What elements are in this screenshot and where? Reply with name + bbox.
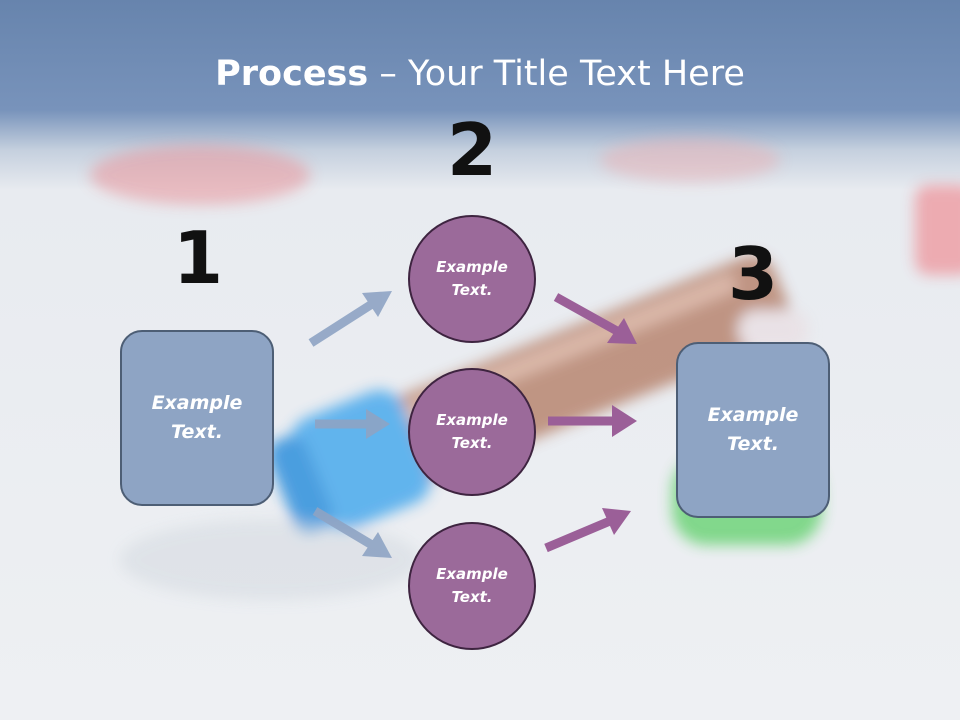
step-3-box: Example Text. [676,342,830,518]
step-2-circle-top: Example Text. [408,215,536,343]
title-bold: Process [215,54,369,94]
arrow-1-to-top [308,291,392,347]
step-2-circle-bottom-text: Example Text. [436,565,508,606]
arrow-1-to-middle [315,409,390,439]
title-rest: – Your Title Text Here [368,54,745,94]
step-2-circle-middle-text: Example Text. [436,411,508,452]
step-number-1: 1 [172,216,224,300]
arrow-1-to-bottom [312,507,392,558]
step-2-circle-middle: Example Text. [408,368,536,496]
arrow-bottom-to-3 [544,508,631,553]
step-1-box: Example Text. [120,330,274,506]
step-2-circle-bottom: Example Text. [408,522,536,650]
step-2-circle-top-text: Example Text. [436,258,508,299]
arrow-middle-to-3 [548,405,637,437]
arrow-top-to-3 [553,293,637,344]
step-3-text: Example Text. [707,404,799,455]
slide-title: Process – Your Title Text Here [0,52,960,96]
step-number-2: 2 [446,108,498,192]
step-1-text: Example Text. [151,392,243,443]
step-number-3: 3 [727,232,779,316]
